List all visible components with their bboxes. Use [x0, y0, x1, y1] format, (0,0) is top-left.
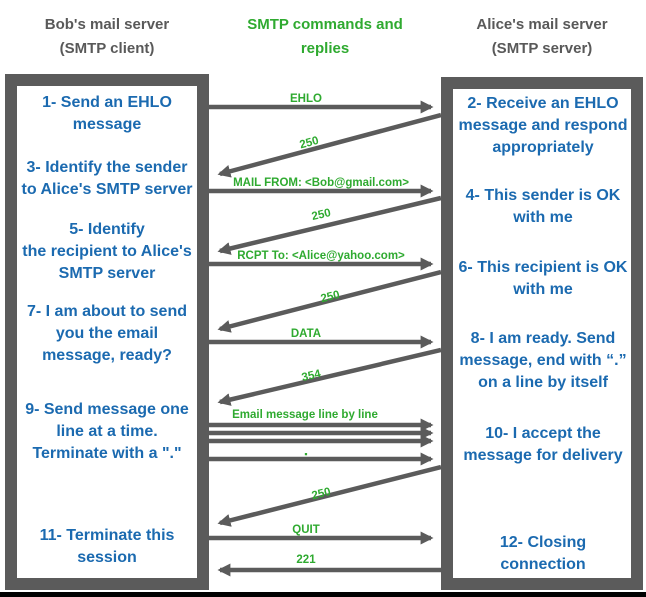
label-rcpt-to: RCPT To: <Alice@yahoo.com> — [237, 250, 405, 262]
client-step-11: 11- Terminate this session — [39, 527, 175, 566]
client-step-3: 3- Identify the sender to Alice's SMTP s… — [21, 159, 193, 198]
arrow-reply-250-4 — [217, 464, 441, 527]
server-step-8: 8- I am ready. Send message, end with “.… — [459, 330, 627, 391]
label-354: 354 — [301, 368, 323, 384]
client-step-9: 9- Send message one line at a time. Term… — [25, 401, 189, 462]
message-flow-svg: EHLO 250 MAIL FROM: <Bob@gmail.com> 250 … — [209, 93, 441, 577]
client-step-5: 5- Identify the recipient to Alice's SMT… — [22, 221, 192, 282]
server-step-4: 4- This sender is OK with me — [465, 187, 621, 226]
label-dot-terminator: ▪ — [304, 449, 307, 459]
server-step-12: 12- Closing connection — [499, 534, 587, 573]
server-step-6: 6- This recipient is OK with me — [458, 259, 628, 298]
server-step-2: 2- Receive an EHLO message and respond a… — [458, 95, 628, 156]
bottom-border-bar — [0, 592, 646, 597]
bob-server-header: Bob's mail server (SMTP client) — [44, 16, 170, 57]
label-mail-from: MAIL FROM: <Bob@gmail.com> — [233, 177, 409, 189]
label-221: 221 — [296, 554, 316, 566]
label-250-2: 250 — [311, 207, 332, 223]
label-250-4: 250 — [311, 486, 333, 502]
smtp-server-box: 2- Receive an EHLO message and respond a… — [441, 77, 643, 590]
label-ehlo: EHLO — [290, 93, 322, 105]
arrow-reply-250-2 — [217, 195, 441, 255]
label-data: DATA — [291, 328, 321, 340]
client-step-1: 1- Send an EHLO message — [42, 94, 172, 133]
arrow-reply-354 — [217, 347, 441, 406]
arrow-reply-250-1 — [217, 112, 441, 178]
client-step-7: 7- I am about to send you the email mess… — [26, 303, 187, 364]
server-step-10: 10- I accept the message for delivery — [463, 425, 623, 464]
arrow-reply-250-3 — [217, 269, 441, 333]
label-email-lines: Email message line by line — [232, 409, 378, 421]
label-250-1: 250 — [298, 135, 320, 152]
label-quit: QUIT — [292, 524, 319, 536]
alice-server-header: Alice's mail server (SMTP server) — [476, 16, 608, 57]
smtp-client-box: 1- Send an EHLO message 3- Identify the … — [5, 74, 209, 590]
label-250-3: 250 — [320, 289, 342, 305]
smtp-commands-header: SMTP commands and replies — [247, 16, 403, 57]
